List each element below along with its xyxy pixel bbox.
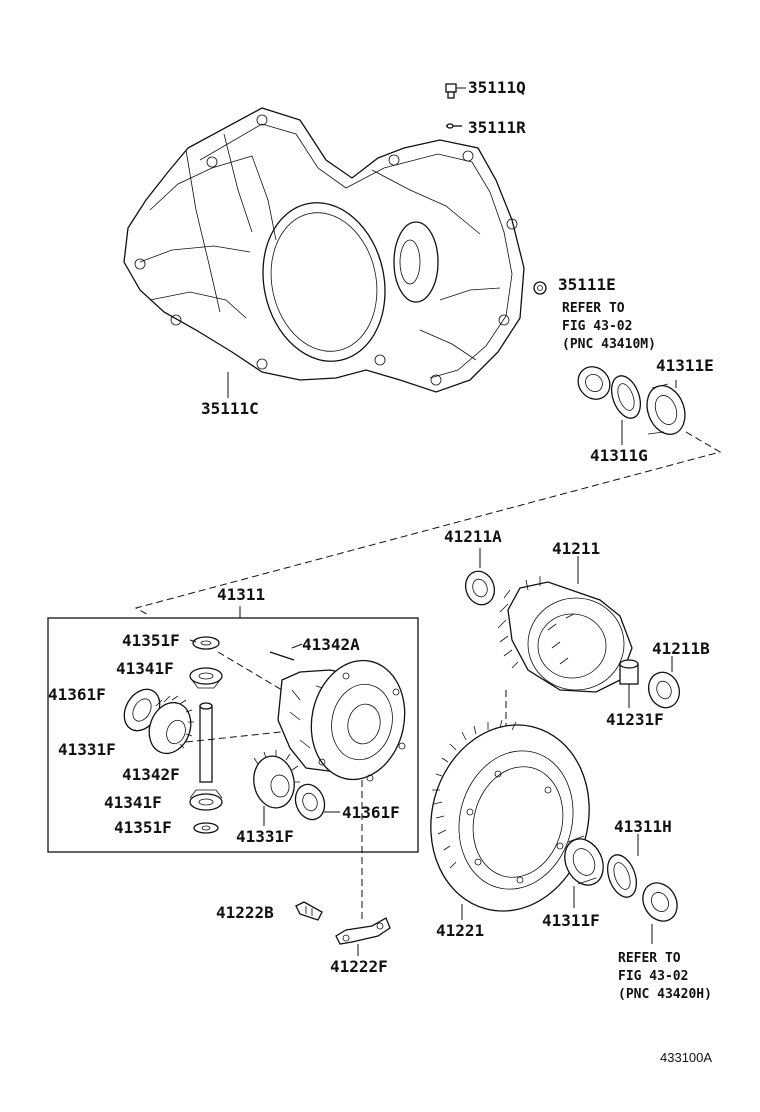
- refer-note-bottom-line2: FIG 43-02: [618, 969, 688, 984]
- label-41311H: 41311H: [614, 817, 672, 836]
- label-41231F: 41231F: [606, 710, 664, 729]
- label-41311F: 41311F: [542, 911, 600, 930]
- washer-41351F-bottom[interactable]: [193, 822, 219, 834]
- label-41351F-bottom: 41351F: [114, 818, 172, 837]
- seal-35111E[interactable]: [533, 281, 547, 295]
- label-41211A: 41211A: [444, 527, 502, 546]
- differential-group-box: [47, 617, 419, 853]
- refer-note-bottom-line1: REFER TO: [618, 951, 681, 966]
- oil-seal-left-upper[interactable]: [572, 360, 617, 405]
- label-41351F-top: 41351F: [122, 631, 180, 650]
- thrust-washer-41361F-right[interactable]: [291, 780, 330, 823]
- label-41342F: 41342F: [122, 765, 180, 784]
- figure-number: 433100A: [660, 1050, 712, 1065]
- label-41342A: 41342A: [302, 635, 360, 654]
- refer-note-top-line1: REFER TO: [562, 301, 625, 316]
- ring-gear-41221[interactable]: [410, 707, 609, 929]
- label-41341F-top: 41341F: [116, 659, 174, 678]
- refer-note-top-line3: (PNC 43410M): [562, 337, 656, 352]
- shim-41311G[interactable]: [606, 372, 645, 422]
- washer-41341F-top[interactable]: [189, 667, 223, 689]
- bushing-41231F[interactable]: [619, 659, 639, 685]
- pin-35111R[interactable]: [446, 123, 462, 129]
- bearing-41211A[interactable]: [461, 567, 499, 609]
- label-41311: 41311: [217, 585, 265, 604]
- label-35111C: 35111C: [201, 399, 259, 418]
- label-41331F-bottom: 41331F: [236, 827, 294, 846]
- label-41341F-bottom: 41341F: [104, 793, 162, 812]
- shaft-41342F[interactable]: [199, 702, 213, 783]
- label-41222B: 41222B: [216, 903, 274, 922]
- bearing-41211B[interactable]: [644, 668, 685, 712]
- label-41361F-left: 41361F: [48, 685, 106, 704]
- pin-41342A[interactable]: [269, 651, 295, 661]
- washer-41341F-bottom[interactable]: [189, 789, 223, 811]
- side-gear-41331F-bottom[interactable]: [250, 750, 300, 811]
- label-41221: 41221: [436, 921, 484, 940]
- label-41311G: 41311G: [590, 446, 648, 465]
- label-41222F: 41222F: [330, 957, 388, 976]
- shim-41311H[interactable]: [602, 851, 641, 901]
- bearing-41311F[interactable]: [558, 833, 611, 892]
- washer-41351F-top[interactable]: [192, 636, 220, 650]
- label-41211: 41211: [552, 539, 600, 558]
- differential-case[interactable]: [277, 652, 415, 789]
- label-35111Q: 35111Q: [468, 78, 526, 97]
- label-41211B: 41211B: [652, 639, 710, 658]
- bolt-41222B[interactable]: [295, 901, 323, 921]
- oil-seal-right-lower[interactable]: [636, 877, 684, 928]
- label-35111E: 35111E: [558, 275, 616, 294]
- label-41361F-right: 41361F: [342, 803, 400, 822]
- lock-plate-41222F[interactable]: [335, 917, 391, 945]
- label-41331F-left: 41331F: [58, 740, 116, 759]
- plug-35111Q[interactable]: [445, 83, 457, 99]
- bearing-41311E[interactable]: [641, 380, 692, 439]
- label-35111R: 35111R: [468, 118, 526, 137]
- gear-41211[interactable]: [497, 576, 633, 693]
- refer-note-top-line2: FIG 43-02: [562, 319, 632, 334]
- refer-note-bottom-line3: (PNC 43420H): [618, 987, 712, 1002]
- side-gear-41331F-left[interactable]: [142, 695, 197, 759]
- transaxle-housing[interactable]: [123, 107, 525, 393]
- label-41311E: 41311E: [656, 356, 714, 375]
